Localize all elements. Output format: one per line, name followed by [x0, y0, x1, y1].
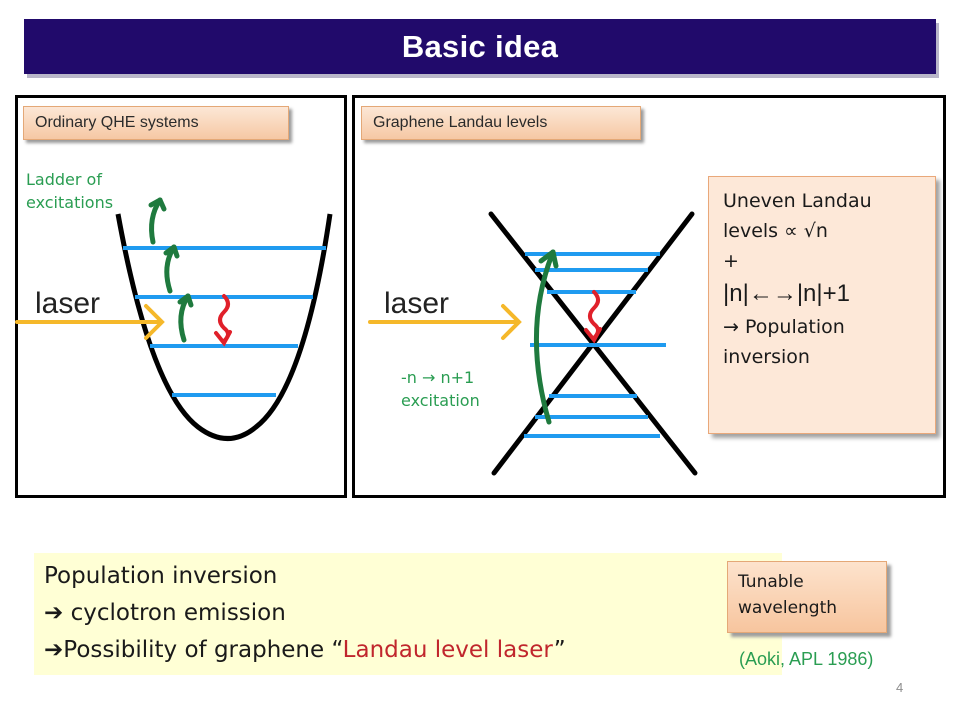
- conclusion-line-3: ➔Possibility of graphene “Landau level l…: [44, 637, 566, 663]
- ladder-note: Ladder of excitations: [26, 168, 113, 214]
- info-line: Uneven Landau: [723, 190, 872, 212]
- info-line: inversion: [723, 346, 810, 368]
- info-line: → Population: [723, 316, 845, 338]
- ordinary-qhe-tag: Ordinary QHE systems: [23, 106, 289, 140]
- callout-line: Tunable: [738, 572, 804, 592]
- uneven-levels-info-box: Uneven Landau levels ∝ √n + |n|←→|n|+1 →…: [708, 176, 936, 434]
- graphene-emission-arrow: [584, 290, 602, 344]
- left-laser-arrow: [15, 304, 165, 340]
- left-laser-label: laser: [35, 287, 100, 320]
- slide-title-bar: Basic idea: [24, 19, 936, 74]
- qhe-excitation-arrows: [148, 197, 194, 343]
- info-transition-line: |n|←→|n|+1: [723, 280, 850, 307]
- conclusion-box: Population inversion ➔ cyclotron emissio…: [34, 553, 782, 675]
- conclusion-line-3-suffix: ”: [553, 637, 566, 663]
- info-line: levels ∝ √n: [723, 220, 828, 242]
- excitation-arrow: [163, 244, 180, 259]
- excitation-arrow: [148, 197, 167, 212]
- conclusion-line-2: ➔ cyclotron emission: [44, 600, 286, 626]
- graphene-tag: Graphene Landau levels: [361, 106, 641, 140]
- tunable-wavelength-callout: Tunable wavelength: [727, 561, 887, 633]
- parabola-curve: [115, 213, 333, 441]
- excitation-arrow: [177, 293, 194, 308]
- right-laser-label: laser: [384, 287, 449, 320]
- qhe-emission-arrow: [214, 294, 232, 347]
- excitation-note: -n → n+1 excitation: [401, 366, 480, 412]
- excitation-note-line: -n → n+1: [401, 368, 475, 387]
- ladder-note-line: Ladder of: [26, 170, 102, 189]
- landau-level-laser-highlight: Landau level laser: [342, 637, 554, 663]
- graphene-excitation-arrow: [534, 249, 559, 425]
- callout-line: wavelength: [738, 598, 838, 618]
- info-line: +: [723, 250, 739, 272]
- conclusion-line-3-prefix: ➔Possibility of graphene “: [44, 637, 343, 663]
- citation: (Aoki, APL 1986): [739, 649, 874, 669]
- right-laser-arrow: [368, 304, 522, 340]
- conclusion-line-1: Population inversion: [44, 563, 278, 589]
- excitation-note-line: excitation: [401, 391, 480, 410]
- ladder-note-line: excitations: [26, 193, 114, 212]
- page-number: 4: [896, 680, 904, 695]
- slide-title: Basic idea: [401, 28, 559, 64]
